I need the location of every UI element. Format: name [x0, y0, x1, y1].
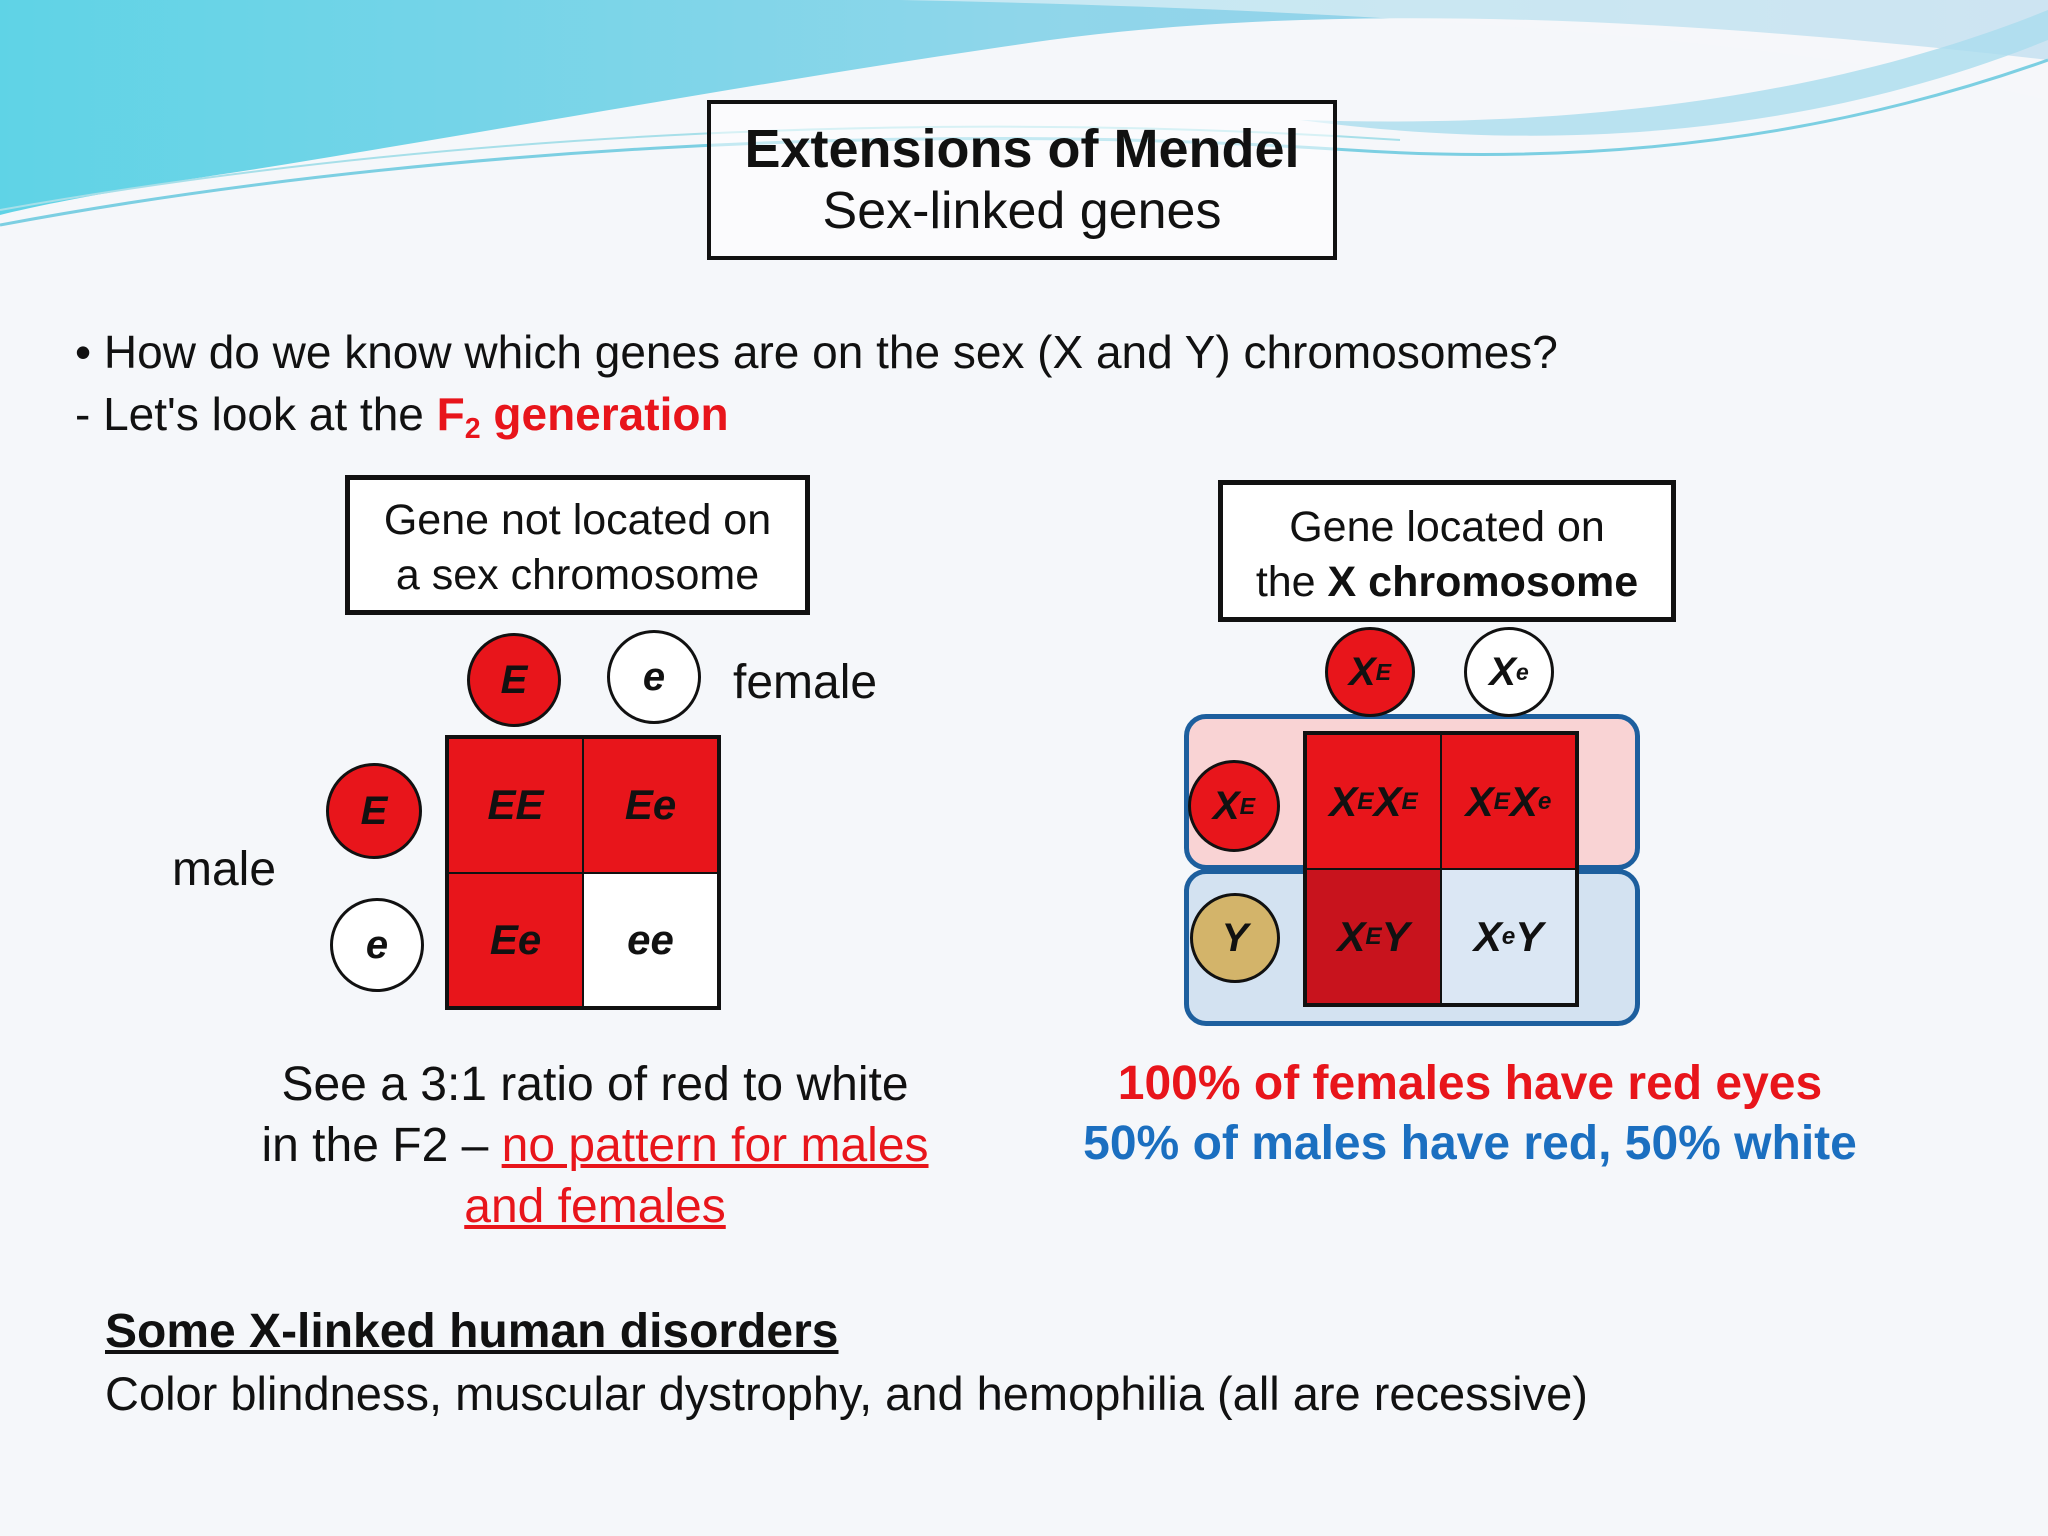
subpoint-prefix: - Let's look at the	[75, 388, 437, 440]
punnett-square-autosomal: EE Ee Ee ee	[445, 735, 721, 1010]
female-allele-dominant: E	[467, 633, 561, 727]
page-title: Extensions of Mendel	[744, 119, 1300, 179]
female-allele-recessive: e	[607, 630, 701, 724]
disorders-text: Color blindness, muscular dystrophy, and…	[105, 1367, 1588, 1420]
page-subtitle: Sex-linked genes	[822, 182, 1222, 240]
x-linked-label-box: Gene located on the X chromosome	[1218, 480, 1676, 622]
disorders-heading: Some X-linked human disorders	[105, 1305, 839, 1358]
punnett-cell: Ee	[583, 738, 718, 873]
question-line: • How do we know which genes are on the …	[75, 326, 1558, 378]
autosomal-caption: See a 3:1 ratio of red to white in the F…	[261, 1058, 929, 1233]
subpoint-line: - Let's look at the F2 generation	[75, 386, 729, 457]
punnett-cell: ee	[583, 872, 718, 1007]
males-result: 50% of males have red, 50% white	[1083, 1117, 1857, 1170]
punnett-cell: Ee	[448, 872, 583, 1007]
title-box: Extensions of Mendel Sex-linked genes	[707, 100, 1337, 260]
male-allele-recessive: e	[330, 898, 424, 992]
females-result: 100% of females have red eyes	[1117, 1057, 1823, 1110]
punnett-cell: EE	[448, 738, 583, 873]
f2-highlight: F2 generation	[436, 388, 729, 445]
no-pattern-text: no pattern for males	[501, 1119, 929, 1172]
father-allele-y: Y	[1190, 893, 1280, 983]
male-label: male	[172, 843, 277, 896]
autosomal-label-box: Gene not located on a sex chromosome	[345, 475, 810, 615]
male-allele-dominant: E	[326, 763, 422, 859]
female-label: female	[733, 656, 878, 709]
